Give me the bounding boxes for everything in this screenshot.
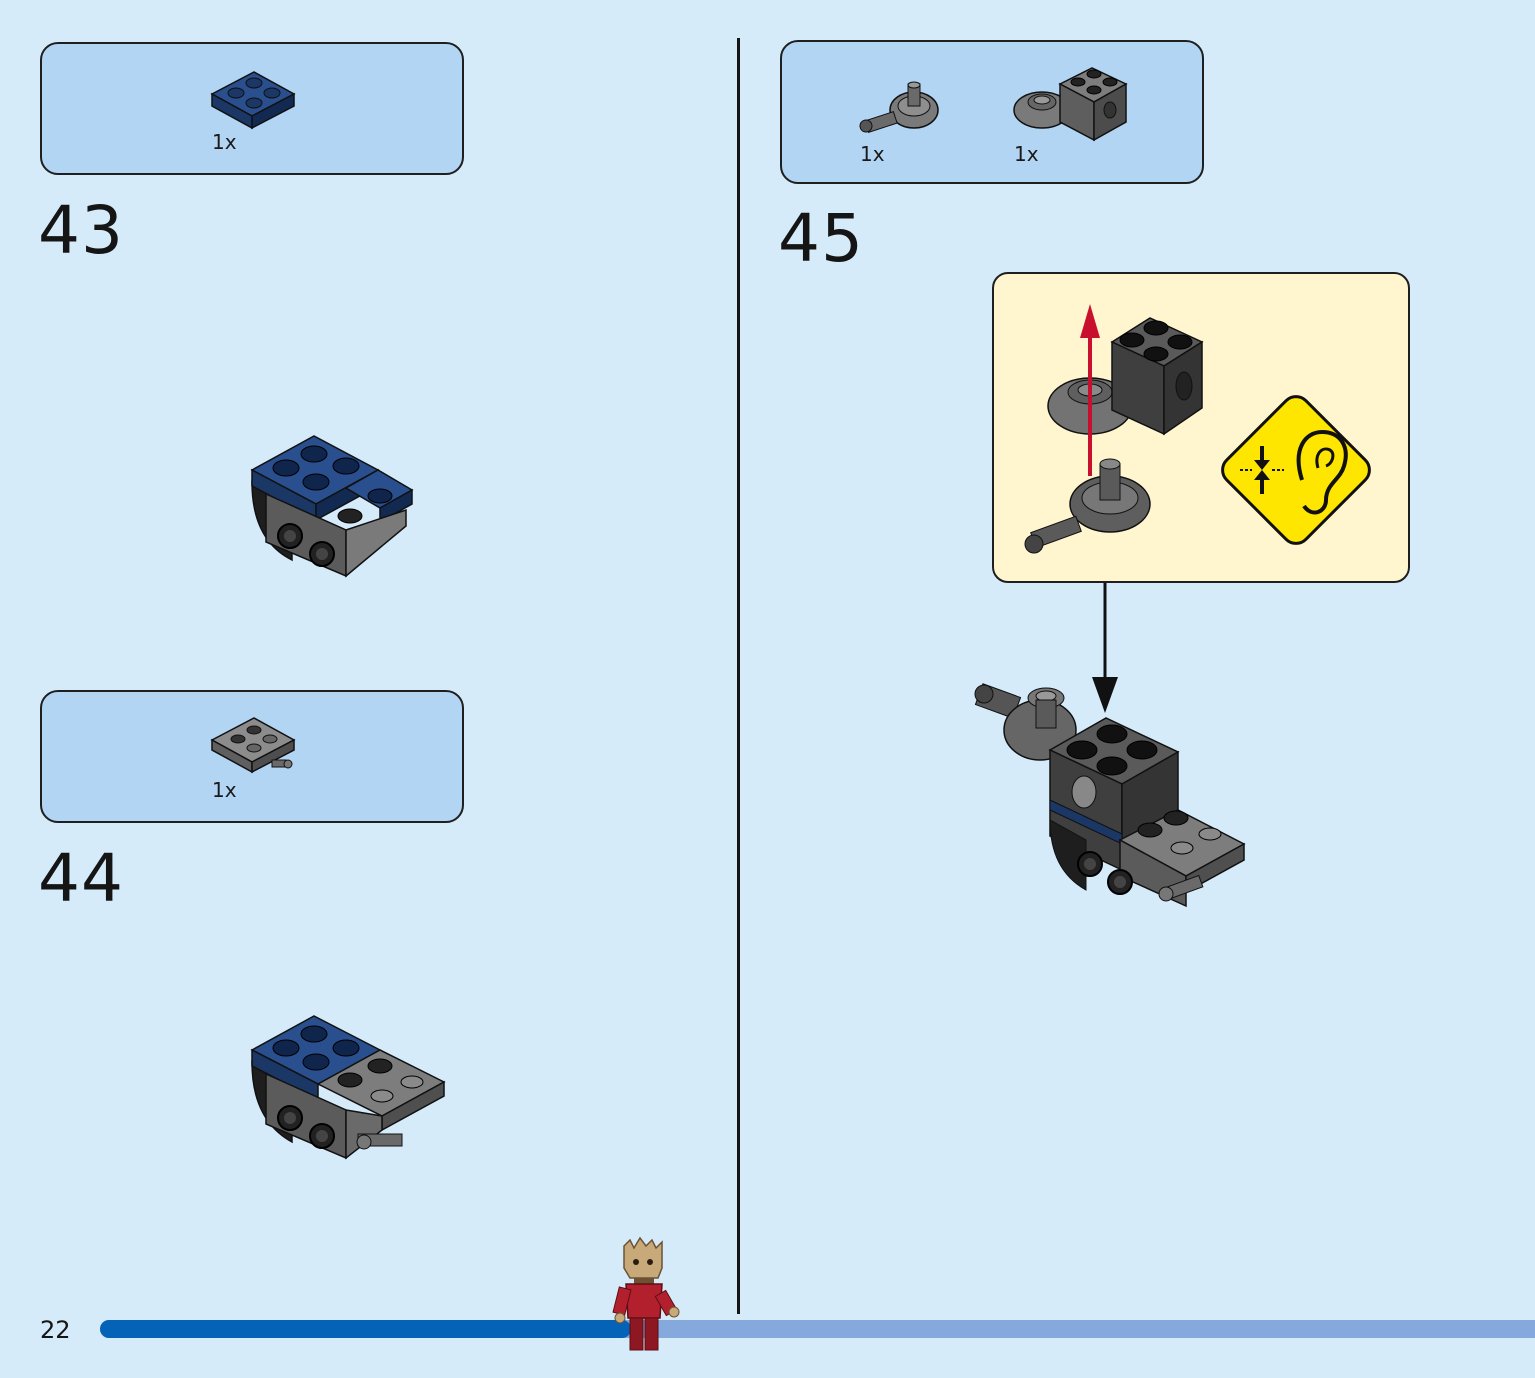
sub-assembly-callout	[992, 272, 1410, 583]
step-number-43: 43	[38, 192, 124, 269]
listen-for-click-icon	[1221, 395, 1371, 545]
brick-with-ball-cup-part-icon	[1013, 67, 1128, 142]
progress-bar-track	[100, 1320, 1535, 1338]
parts-box-step-44: 1x	[40, 690, 464, 823]
step-44-assembly-illustration	[250, 1015, 446, 1160]
blue-plate-part-icon	[210, 71, 296, 130]
step-43-assembly-illustration	[250, 435, 414, 578]
part-quantity: 1x	[860, 142, 885, 166]
step-45-assembly-illustration	[974, 683, 1246, 908]
callout-pointer-arrow-icon	[1092, 583, 1118, 713]
parts-box-step-45: 1x 1x	[780, 40, 1204, 184]
part-quantity: 1x	[1014, 142, 1039, 166]
part-quantity: 1x	[212, 778, 237, 802]
callout-assembly-illustration	[1024, 304, 1204, 554]
page-number: 22	[40, 1316, 71, 1344]
parts-box-step-43: 1x	[40, 42, 464, 175]
progress-bar-fill	[100, 1320, 631, 1338]
ball-joint-socket-part-icon	[859, 81, 939, 133]
step-number-45: 45	[778, 200, 864, 277]
step-number-44: 44	[38, 840, 124, 917]
gray-plate-with-pin-part-icon	[210, 717, 296, 774]
groot-character-icon	[612, 1236, 680, 1351]
part-quantity: 1x	[212, 130, 237, 154]
column-divider	[737, 38, 740, 1314]
